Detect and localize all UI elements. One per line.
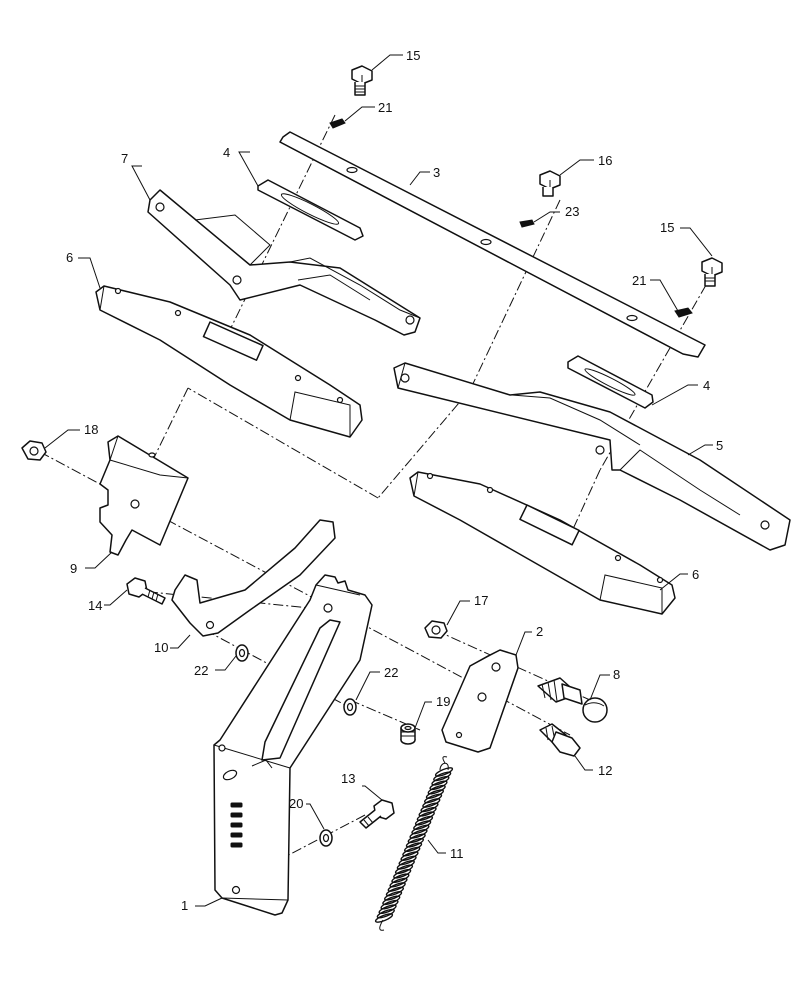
callout-6: 6	[66, 250, 73, 265]
part-22-washer-a	[235, 644, 249, 662]
callout-22: 22	[384, 665, 398, 680]
callout-19: 19	[436, 694, 450, 709]
callout-1: 1	[181, 898, 188, 913]
spring-coil	[407, 833, 426, 844]
callout-18: 18	[84, 422, 98, 437]
spring-coil	[394, 864, 414, 875]
spring-coil	[422, 798, 441, 808]
spring-coil	[387, 882, 406, 892]
callout-5: 5	[716, 438, 723, 453]
callout-20: 20	[289, 796, 303, 811]
part-19-spacer	[400, 723, 416, 745]
spring-coil	[393, 868, 412, 879]
part-10-lever	[171, 519, 336, 637]
callout-23: 23	[565, 204, 579, 219]
spring-coil	[425, 789, 445, 799]
spring-coil	[400, 851, 419, 861]
spring-coil	[433, 771, 452, 782]
part-23-washer	[519, 219, 535, 228]
callout-leaders	[44, 54, 713, 907]
spring-coil	[403, 842, 423, 853]
spring-coil	[427, 784, 446, 795]
callout-17: 17	[474, 593, 488, 608]
part-18-nut	[21, 440, 47, 461]
callout-15: 15	[406, 48, 420, 63]
spring-coil	[376, 908, 395, 919]
spring-coil	[398, 855, 417, 866]
spring-coil	[423, 793, 443, 804]
spring-coil	[374, 913, 394, 923]
spring-coil	[413, 820, 432, 830]
callout-10: 10	[154, 640, 168, 655]
callout-13: 13	[341, 771, 355, 786]
part-7-bracket	[147, 189, 421, 336]
part-15-bolt-b	[701, 257, 723, 287]
spring-coil	[420, 802, 439, 813]
spring-coil	[380, 899, 399, 910]
part-8-ball-stud	[537, 677, 608, 723]
callout-labels: 15 21 7 4 3 16 23 15 6 21 4 5 18 9 6 14 …	[66, 48, 723, 913]
spring-coil	[411, 824, 430, 835]
spring-coil	[385, 886, 405, 897]
part-4-pad-a	[257, 179, 364, 241]
spring-coil	[402, 846, 421, 857]
callout-11: 11	[450, 846, 464, 861]
part-17-nut	[424, 620, 448, 639]
part-13-bolt	[359, 799, 395, 829]
spring-coil	[409, 829, 428, 839]
spring-coil	[389, 877, 408, 888]
spring-coil	[405, 837, 425, 848]
part-9-bracket	[99, 435, 189, 556]
spring-coil	[383, 891, 403, 901]
callout-15: 15	[660, 220, 674, 235]
spring-coil	[431, 775, 450, 786]
callout-21: 21	[632, 273, 646, 288]
part-15-bolt-a	[351, 65, 373, 96]
part-14-bolt	[126, 577, 166, 605]
spring-coil	[416, 811, 435, 822]
spring-coil	[382, 895, 401, 906]
spring-coil	[396, 860, 415, 870]
part-21-washer-a	[329, 118, 346, 129]
spring-coil	[414, 815, 434, 826]
spring-coil	[391, 873, 410, 884]
callout-12: 12	[598, 763, 612, 778]
part-1-main-plate	[213, 574, 373, 916]
spring-coil	[378, 904, 397, 915]
callout-4: 4	[223, 145, 230, 160]
spring-coil	[434, 767, 454, 777]
part-20-washer	[319, 829, 333, 847]
spring-coil	[418, 806, 437, 817]
callout-2: 2	[536, 624, 543, 639]
part-12-stud	[539, 723, 581, 757]
part-21-washer-b	[674, 307, 693, 318]
callout-14: 14	[88, 598, 102, 613]
callout-6: 6	[692, 567, 699, 582]
callout-22: 22	[194, 663, 208, 678]
spring-coil	[429, 780, 448, 791]
part-16-bolt	[539, 170, 561, 197]
part-11-spring	[374, 756, 454, 931]
callout-7: 7	[121, 151, 128, 166]
callout-4: 4	[703, 378, 710, 393]
part-4-pad-b	[567, 355, 654, 409]
callout-3: 3	[433, 165, 440, 180]
part-22-washer-b	[343, 698, 357, 716]
part-6-skid-b	[409, 471, 676, 615]
part-3-top-bar	[279, 131, 706, 358]
part-6-skid-a	[95, 285, 363, 438]
callout-16: 16	[598, 153, 612, 168]
part-2-plate	[441, 649, 519, 753]
callout-8: 8	[613, 667, 620, 682]
callout-9: 9	[70, 561, 77, 576]
part-5-bracket	[393, 362, 791, 551]
callout-21: 21	[378, 100, 392, 115]
